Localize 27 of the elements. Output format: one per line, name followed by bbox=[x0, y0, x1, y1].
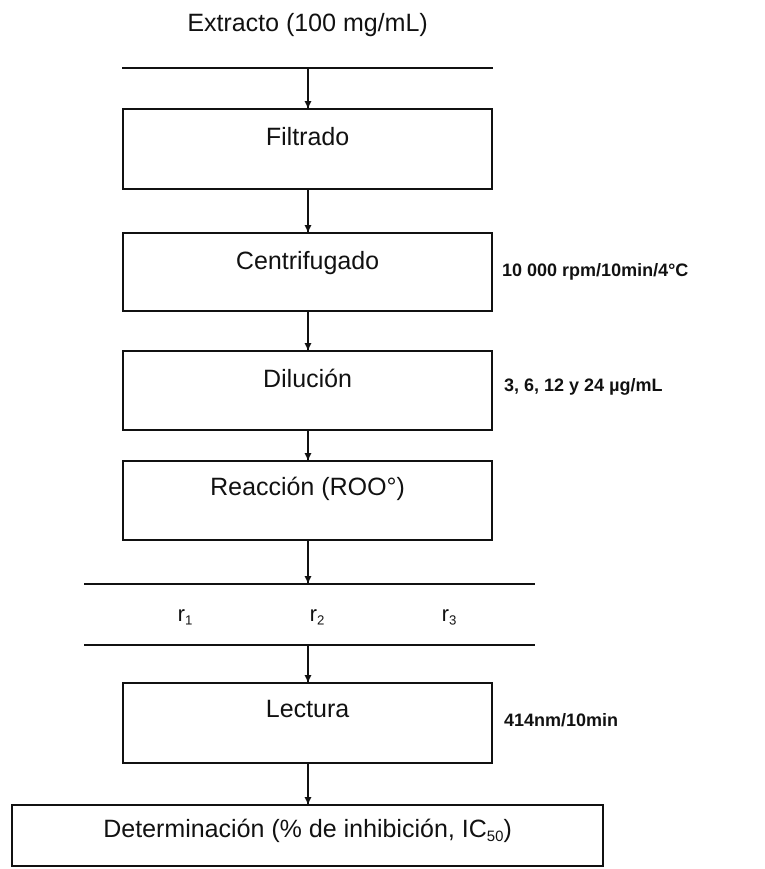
replicate-label: r$_{3}$ bbox=[442, 602, 456, 628]
process-box bbox=[122, 232, 493, 312]
step-label: Lectura bbox=[266, 696, 350, 724]
step-condition: 3, 6, 12 y 24 µg/mL bbox=[504, 375, 662, 396]
arrow bbox=[304, 764, 312, 804]
arrow bbox=[304, 190, 312, 232]
arrow bbox=[304, 646, 312, 682]
arrow bbox=[304, 69, 312, 108]
step-condition: 10 000 rpm/10min/4°C bbox=[502, 260, 688, 281]
process-box bbox=[122, 460, 493, 541]
process-box bbox=[122, 108, 493, 190]
step-label: Centrifugado bbox=[236, 248, 380, 276]
process-box bbox=[11, 804, 604, 867]
step-label: Determinación (% de inhibición, IC$_{50}$) bbox=[103, 816, 512, 846]
step-label: Filtrado bbox=[266, 124, 350, 152]
step-label: Dilución bbox=[263, 366, 352, 394]
replicate-label: r$_{1}$ bbox=[178, 602, 192, 628]
process-box bbox=[122, 682, 493, 764]
step-heading: Extracto (100 mg/mL) bbox=[187, 10, 428, 38]
arrow bbox=[304, 541, 312, 583]
process-box bbox=[122, 350, 493, 431]
arrow bbox=[304, 431, 312, 460]
heading-band bbox=[122, 10, 493, 69]
arrow bbox=[304, 312, 312, 350]
step-label: Reacción (ROO°) bbox=[210, 474, 405, 502]
replicate-label: r$_{2}$ bbox=[310, 602, 324, 628]
step-condition: 414nm/10min bbox=[504, 710, 618, 731]
